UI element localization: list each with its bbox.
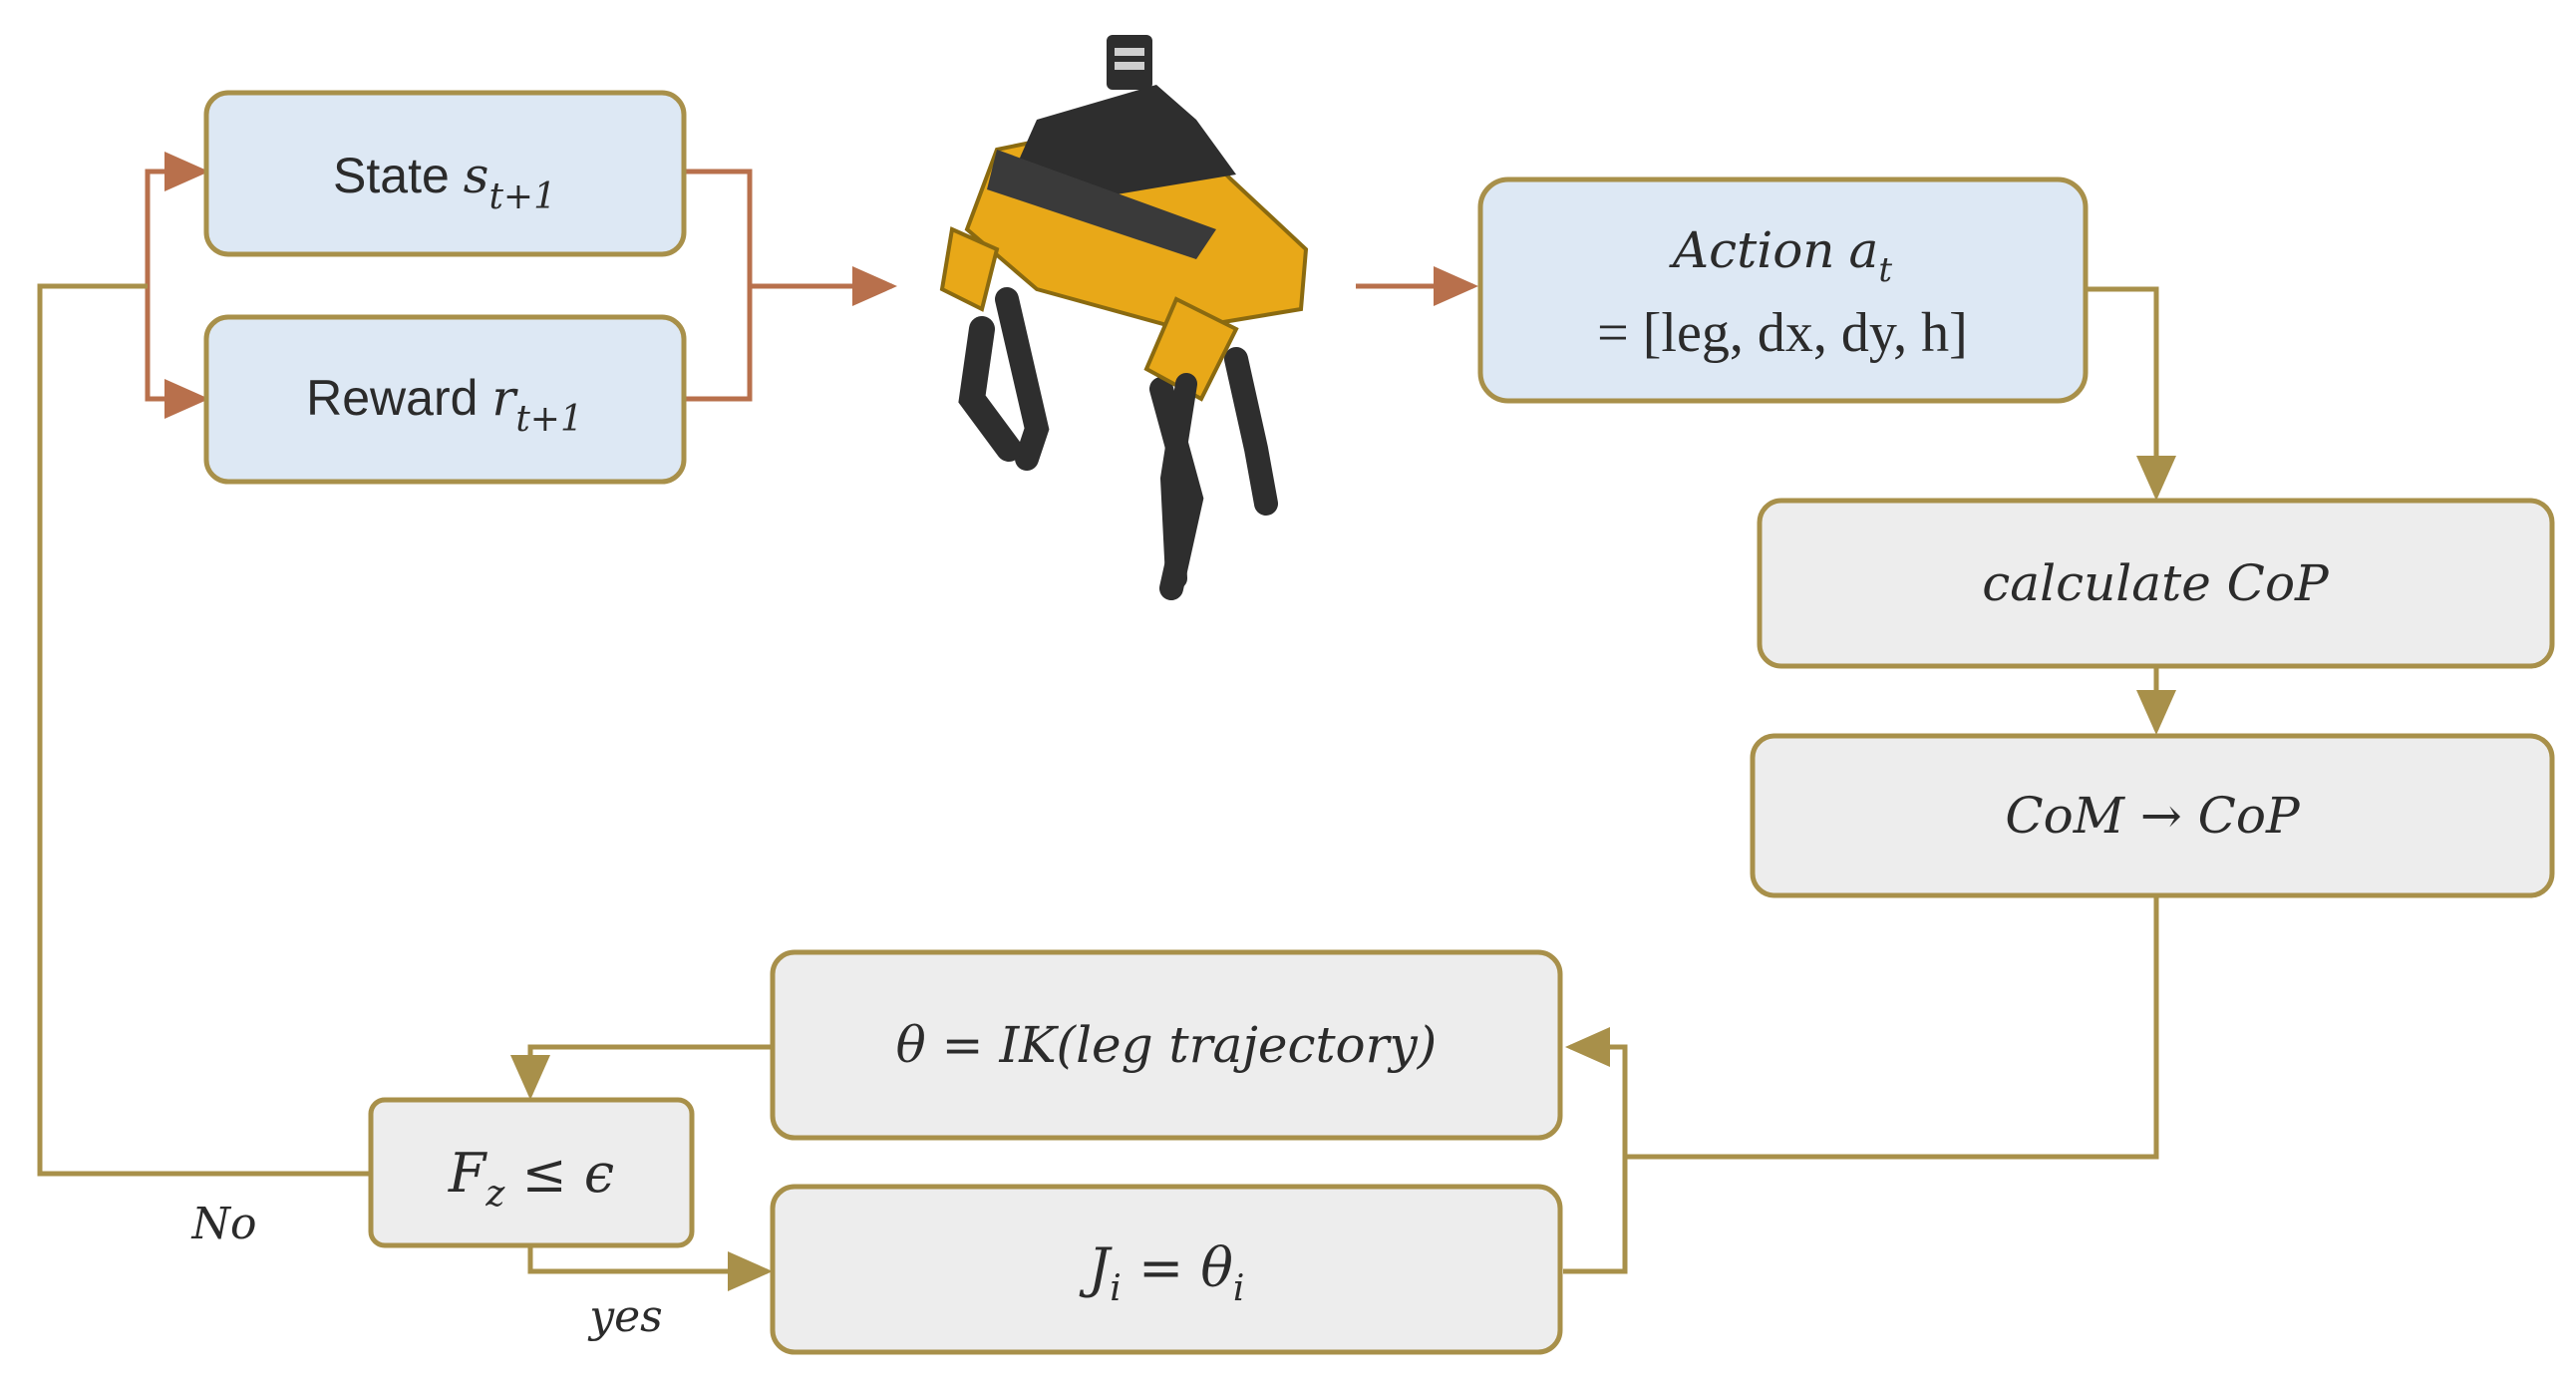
calculate-cop-box xyxy=(1757,498,2555,669)
fork-to-state-arrow xyxy=(145,152,209,286)
com-to-cop-label: CoM → CoP xyxy=(2005,787,2301,845)
no-edge-label: No xyxy=(191,1199,257,1249)
condition-yes-arrow xyxy=(527,1244,773,1291)
junction-to-ik-arrow xyxy=(1565,1027,1628,1157)
quadruped-robot-icon xyxy=(939,35,1309,600)
action-vector-label: = [leg, dx, dy, h] xyxy=(1597,302,1968,364)
state-to-robot-line xyxy=(684,169,753,286)
yes-edge-label: yes xyxy=(587,1291,662,1342)
condition-no-feedback-line xyxy=(37,283,371,1177)
fork-to-reward-arrow xyxy=(145,286,209,419)
reward-box xyxy=(203,314,687,485)
ik-to-condition-arrow xyxy=(510,1044,773,1100)
joint-label: Ji = θi xyxy=(1079,1236,1245,1309)
ik-box xyxy=(770,949,1563,1141)
junction-to-joint-line xyxy=(1563,1157,1628,1274)
condition-label: Fz ≤ ϵ xyxy=(448,1142,614,1215)
com-to-cop-box xyxy=(1750,733,2555,898)
ik-label: θ = IK(leg trajectory) xyxy=(896,1016,1438,1074)
action-to-cop-arrow xyxy=(2086,286,2176,501)
joint-box xyxy=(770,1184,1563,1355)
state-box xyxy=(203,90,687,257)
calculate-cop-label: calculate CoP xyxy=(1982,554,2330,612)
reward-to-robot-line xyxy=(684,286,753,402)
action-box xyxy=(1477,176,2089,404)
com-to-ik-junction-line xyxy=(1625,895,2159,1160)
condition-box xyxy=(368,1097,695,1248)
